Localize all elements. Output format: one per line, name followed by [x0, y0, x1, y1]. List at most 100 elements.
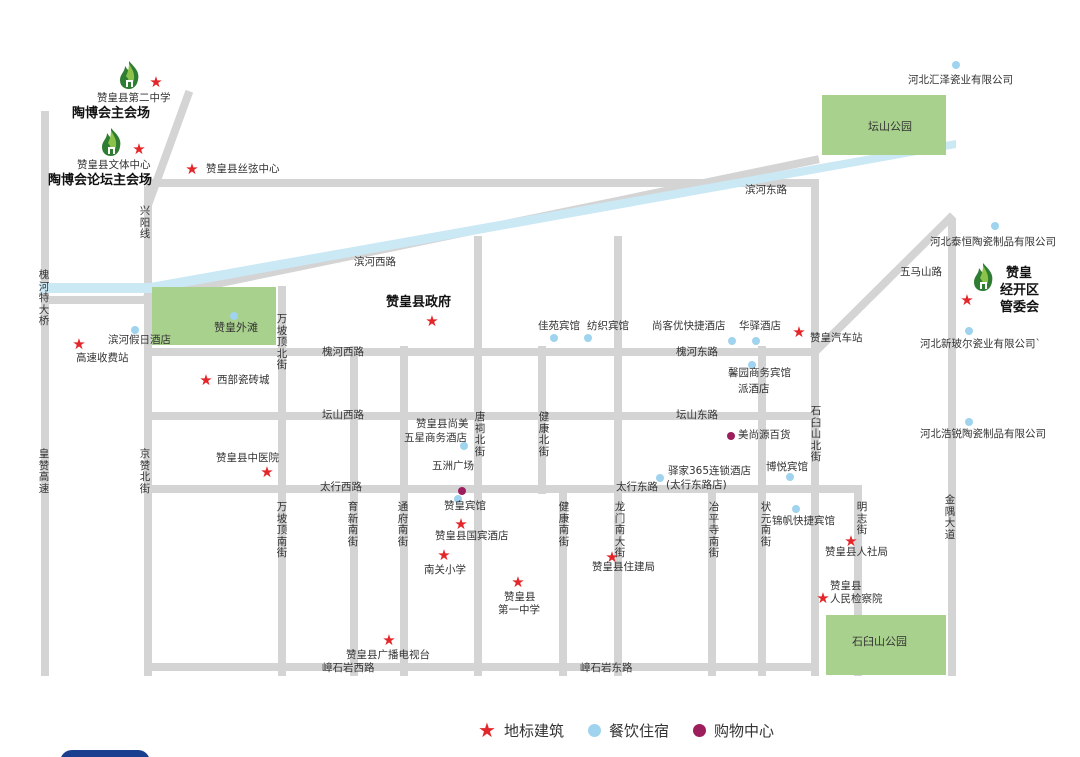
star-icon[interactable]: ★: [454, 515, 468, 533]
dining-shangmei-line2[interactable]: 五星商务酒店: [404, 432, 467, 444]
road-label-taihang-east: 太行东路: [616, 481, 658, 493]
star-icon[interactable]: ★: [511, 573, 525, 591]
landmark-culture-center[interactable]: 赞皇县文体中心: [77, 159, 151, 171]
park-label-tanshan: 坛山公园: [868, 120, 912, 133]
star-icon[interactable]: ★: [816, 589, 830, 607]
road-label-huangzan: 皇赞高速: [38, 448, 50, 495]
star-icon[interactable]: ★: [792, 323, 806, 341]
circle-icon[interactable]: [458, 487, 466, 495]
dining-xinyuan-line2[interactable]: 派酒店: [738, 383, 770, 395]
road-label-tangci: 唐祠北街: [474, 411, 486, 458]
circle-icon[interactable]: [786, 473, 794, 481]
circle-icon[interactable]: [584, 334, 592, 342]
landmark-school1-line1[interactable]: 赞皇县: [504, 591, 536, 603]
circle-icon[interactable]: [454, 495, 462, 503]
tanshan-park[interactable]: [822, 95, 946, 155]
shopping-meishangyuan[interactable]: 美尚源百货: [738, 429, 791, 441]
circle-icon[interactable]: [792, 505, 800, 513]
star-icon[interactable]: ★: [437, 546, 451, 564]
landmark-sixian[interactable]: 赞皇县丝弦中心: [206, 163, 280, 175]
landmark-toll-station[interactable]: 高速收费站: [76, 352, 129, 364]
label-forum-venue[interactable]: 陶博会论坛主会场: [48, 173, 153, 188]
dining-binhe-hotel[interactable]: 滨河假日酒店: [108, 334, 171, 346]
star-icon[interactable]: ★: [382, 631, 396, 649]
landmark-hrss-bureau[interactable]: 赞皇县人社局: [825, 546, 888, 558]
dining-shangke[interactable]: 尚客优快捷酒店: [652, 320, 726, 332]
star-icon: ★: [478, 718, 496, 742]
circle-icon[interactable]: [991, 222, 999, 230]
landmark-school2[interactable]: 赞皇县第二中学: [97, 92, 171, 104]
landmark-tile-city[interactable]: 西部瓷砖城: [217, 374, 270, 386]
star-icon[interactable]: ★: [132, 140, 146, 158]
label-main-venue[interactable]: 陶博会主会场: [72, 106, 151, 121]
label-county-government[interactable]: 赞皇县政府: [386, 295, 452, 310]
landmark-bus-station[interactable]: 赞皇汽车站: [810, 332, 863, 344]
company-huize[interactable]: 河北汇泽瓷业有限公司: [908, 74, 1013, 86]
circle-icon[interactable]: [748, 361, 756, 369]
landmark-guobin-hotel[interactable]: 赞皇县国宾酒店: [435, 530, 509, 542]
shopping-wuzhou[interactable]: 五洲广场: [432, 460, 474, 472]
dining-shangmei-line1[interactable]: 赞皇县尚美: [416, 418, 469, 430]
road-label-huaihe-bridge: 槐河特大桥: [38, 269, 50, 327]
circle-icon[interactable]: [131, 326, 139, 334]
legend-landmark-label: 地标建筑: [503, 721, 564, 740]
company-haorui[interactable]: 河北浩锐陶瓷制品有限公司: [920, 428, 1046, 440]
star-icon[interactable]: ★: [149, 73, 163, 91]
park-label-shijiushan: 石臼山公园: [852, 635, 907, 648]
legend-shopping-label: 购物中心: [713, 721, 774, 740]
star-icon[interactable]: ★: [260, 463, 274, 481]
landmark-tcm-hospital[interactable]: 赞皇县中医院: [216, 452, 279, 464]
road-label-huaihe-west: 槐河西路: [322, 346, 364, 358]
legend-dining: 餐饮住宿: [587, 720, 669, 741]
road-label-yeping: 冶平寺南街: [708, 501, 720, 559]
landmark-school1-line2[interactable]: 第一中学: [498, 604, 540, 616]
circle-icon[interactable]: [727, 432, 735, 440]
circle-icon[interactable]: [965, 418, 973, 426]
circle-icon[interactable]: [965, 327, 973, 335]
label-dev-zone-line1[interactable]: 赞皇: [1006, 266, 1033, 281]
landmark-procuratorate-line2[interactable]: 人民检察院: [830, 593, 883, 605]
star-icon[interactable]: ★: [185, 160, 199, 178]
dining-jiayuan[interactable]: 佳苑宾馆: [538, 320, 580, 332]
dining-boyue[interactable]: 博悦宾馆: [766, 461, 808, 473]
landmark-radio-tv[interactable]: 赞皇县广播电视台: [346, 649, 430, 661]
dining-yijia-line2[interactable]: (太行东路店): [666, 479, 727, 491]
circle-icon[interactable]: [230, 312, 238, 320]
circle-icon[interactable]: [460, 442, 468, 450]
dining-fangzhi[interactable]: 纺织宾馆: [587, 320, 629, 332]
road-label-longmen: 龙门南大街: [614, 501, 626, 559]
brand-corner-badge: [60, 750, 150, 757]
star-icon[interactable]: ★: [605, 548, 619, 566]
waitan-park[interactable]: [152, 287, 276, 345]
road-label-tanshan-east: 坛山东路: [676, 409, 718, 421]
star-icon[interactable]: ★: [844, 532, 858, 550]
road-label-binhe-west: 滨河西路: [354, 256, 396, 268]
landmark-housing-bureau[interactable]: 赞皇县住建局: [592, 561, 655, 573]
shijiushan-park[interactable]: [826, 615, 946, 675]
landmark-procuratorate-line1[interactable]: 赞皇县: [830, 580, 862, 592]
road-segment: [142, 89, 194, 211]
star-icon[interactable]: ★: [425, 312, 439, 330]
label-dev-zone-line2[interactable]: 经开区: [1000, 283, 1040, 298]
dining-xinyuan-line1[interactable]: 馨园商务宾馆: [728, 367, 791, 379]
legend-shopping: 购物中心: [692, 720, 774, 741]
dining-zanhuang-hotel[interactable]: 赞皇宾馆: [444, 500, 486, 512]
circle-icon[interactable]: [752, 337, 760, 345]
star-icon[interactable]: ★: [72, 335, 86, 353]
landmark-nanguan-school[interactable]: 南关小学: [424, 564, 466, 576]
dining-yijia-line1[interactable]: 驿家365连锁酒店: [668, 465, 752, 477]
dining-huayi[interactable]: 华驿酒店: [739, 320, 781, 332]
park-label-waitan: 赞皇外滩: [214, 321, 258, 334]
star-icon[interactable]: ★: [199, 371, 213, 389]
company-taiheng[interactable]: 河北泰恒陶瓷制品有限公司: [930, 236, 1056, 248]
circle-icon: [692, 723, 706, 737]
company-xinpoer[interactable]: 河北新玻尔瓷业有限公司`: [920, 338, 1041, 350]
label-dev-zone-line3[interactable]: 管委会: [1000, 300, 1040, 315]
star-icon[interactable]: ★: [960, 291, 974, 309]
circle-icon[interactable]: [952, 61, 960, 69]
circle-icon[interactable]: [550, 334, 558, 342]
circle-icon[interactable]: [728, 337, 736, 345]
circle-icon[interactable]: [656, 474, 664, 482]
dining-jinfan[interactable]: 锦帆快捷宾馆: [772, 515, 835, 527]
